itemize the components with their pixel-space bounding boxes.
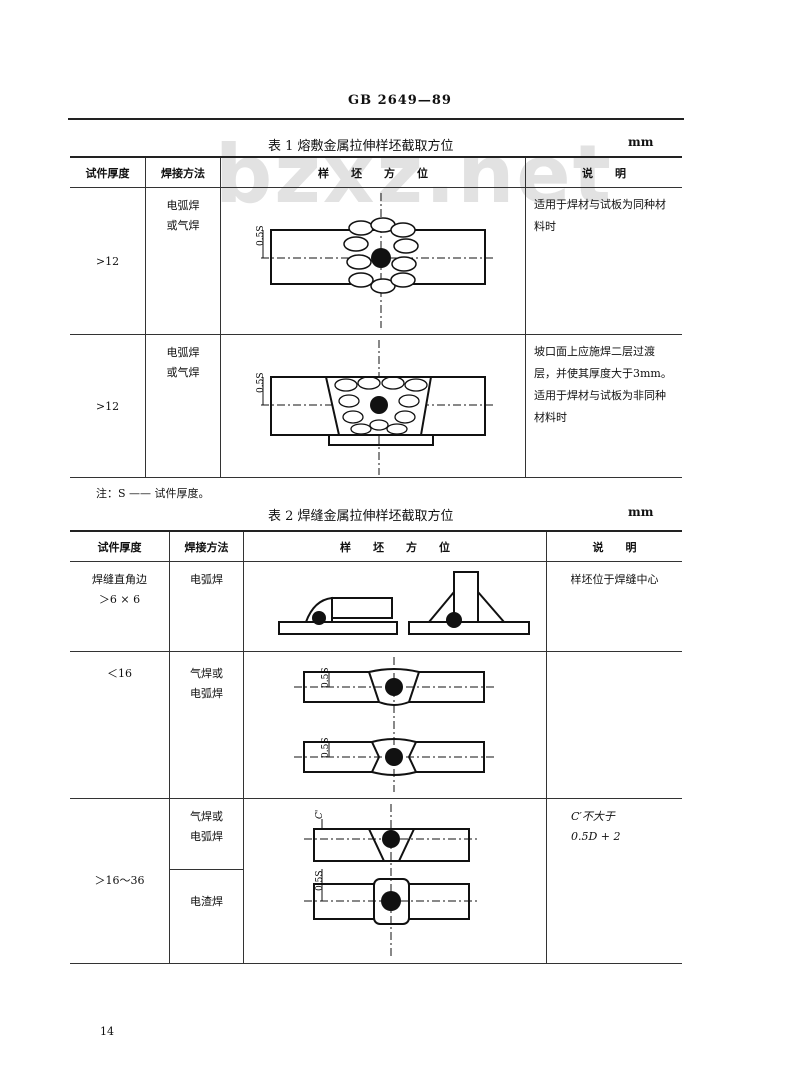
- table1-title: 表 1 熔敷金属拉伸样坯截取方位: [268, 139, 454, 154]
- table-row: 焊缝直角边 ＞6 × 6 电弧焊 样坯位于焊缝中心: [70, 561, 682, 652]
- diagram-cell: C' 0.5S: [243, 798, 547, 964]
- thick-weld-diagrams: C' 0.5S: [304, 804, 479, 959]
- standard-header: GB 2649—89: [348, 93, 452, 108]
- dim-label: 0.5S: [315, 871, 325, 891]
- col-position: 样 坯 方 位: [243, 531, 547, 562]
- table-row: ＜16 气焊或 电弧焊 0.5S 0.5S: [70, 651, 682, 799]
- table2: 试件厚度 焊接方法 样 坯 方 位 说 明 焊缝直角边 ＞6 × 6 电弧焊 样…: [70, 530, 682, 964]
- thickness: ＜16: [70, 651, 170, 799]
- table1: 试件厚度 焊接方法 样 坯 方 位 说 明 >12 电弧焊 或气焊 0.5S 适…: [70, 156, 682, 478]
- note: [546, 651, 682, 799]
- header-rule: [68, 118, 684, 120]
- dim-label: 0.5S: [256, 373, 266, 393]
- dim-label: C': [315, 810, 325, 819]
- table-row: >12 电弧焊 或气焊 0.5S 适用于焊材与试板为同种材料时: [70, 187, 682, 335]
- thickness: 焊缝直角边 ＞6 × 6: [70, 561, 170, 652]
- weld-diagram-1: 0.5S: [256, 193, 496, 328]
- table2-unit: mm: [628, 505, 654, 519]
- fillet-weld-diagram: [278, 571, 530, 635]
- method: 电弧焊 或气焊: [145, 334, 221, 478]
- method: 气焊或 电弧焊: [170, 799, 243, 870]
- table-row: ＞16～36 气焊或 电弧焊 电渣焊 C' 0.5S C′不大于 0.5D + …: [70, 798, 682, 964]
- page-number: 14: [100, 1025, 114, 1038]
- col-thickness: 试件厚度: [70, 157, 146, 188]
- col-position: 样 坯 方 位: [220, 157, 526, 188]
- method: 气焊或 电弧焊: [169, 651, 244, 799]
- footnote: 注：S —— 试件厚度。: [96, 487, 210, 500]
- method-cell: 气焊或 电弧焊 电渣焊: [169, 798, 244, 964]
- diagram-cell: 0.5S: [220, 187, 526, 335]
- table1-unit: mm: [628, 135, 654, 149]
- weld-diagram-2: 0.5S: [256, 340, 496, 475]
- note: 样坯位于焊缝中心: [546, 561, 682, 652]
- col-method: 焊接方法: [145, 157, 221, 188]
- note: 适用于焊材与试板为同种材料时: [525, 187, 682, 335]
- thickness: ＞16～36: [70, 798, 170, 964]
- method: 电渣焊: [190, 895, 223, 908]
- diagram-cell: 0.5S: [220, 334, 526, 478]
- dim-label: 0.5S: [321, 738, 331, 758]
- col-note: 说 明: [525, 157, 682, 188]
- butt-weld-diagrams: 0.5S 0.5S: [294, 657, 494, 792]
- method: 电弧焊 或气焊: [145, 187, 221, 335]
- thickness: >12: [70, 187, 146, 335]
- method: 电弧焊: [169, 561, 244, 652]
- col-note: 说 明: [546, 531, 682, 562]
- dim-label: 0.5S: [321, 668, 331, 688]
- diagram-cell: [243, 561, 547, 652]
- table2-title: 表 2 焊缝金属拉伸样坯截取方位: [268, 509, 454, 524]
- col-thickness: 试件厚度: [70, 531, 170, 562]
- thickness: >12: [70, 334, 146, 478]
- table-row: >12 电弧焊 或气焊 0.5S 坡口面上应施焊二层过渡层，并使其厚度大于3mm…: [70, 334, 682, 478]
- note: 坡口面上应施焊二层过渡层，并使其厚度大于3mm。适用于焊材与试板为非同种材料时: [525, 334, 682, 478]
- diagram-cell: 0.5S 0.5S: [243, 651, 547, 799]
- note: C′不大于 0.5D + 2: [546, 798, 682, 964]
- col-method: 焊接方法: [169, 531, 244, 562]
- dim-label: 0.5S: [256, 226, 266, 246]
